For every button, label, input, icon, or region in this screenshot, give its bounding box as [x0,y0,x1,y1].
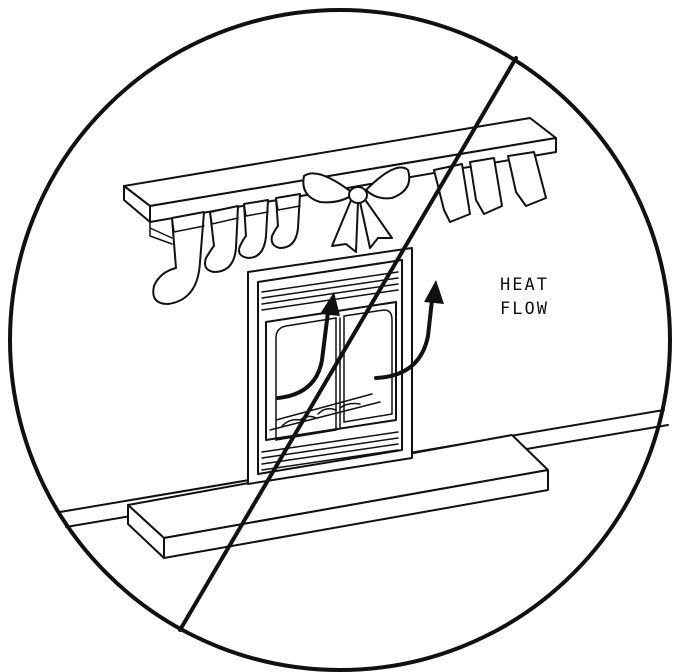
stocking [469,157,503,215]
hearth [127,434,549,559]
stocking [433,163,471,223]
stocking [238,199,269,259]
stocking [204,205,239,273]
fireplace-insert [247,247,413,485]
heat-arrow-icon [276,280,444,400]
stocking [152,211,205,305]
no-symbol-icon [8,8,672,672]
stocking [270,193,301,249]
stockings-left [152,193,301,305]
stockings-right [433,151,547,223]
flow-label: FLOW [500,299,549,319]
bow [302,166,411,253]
heat-label: HEAT [500,275,549,295]
stocking [507,151,547,207]
